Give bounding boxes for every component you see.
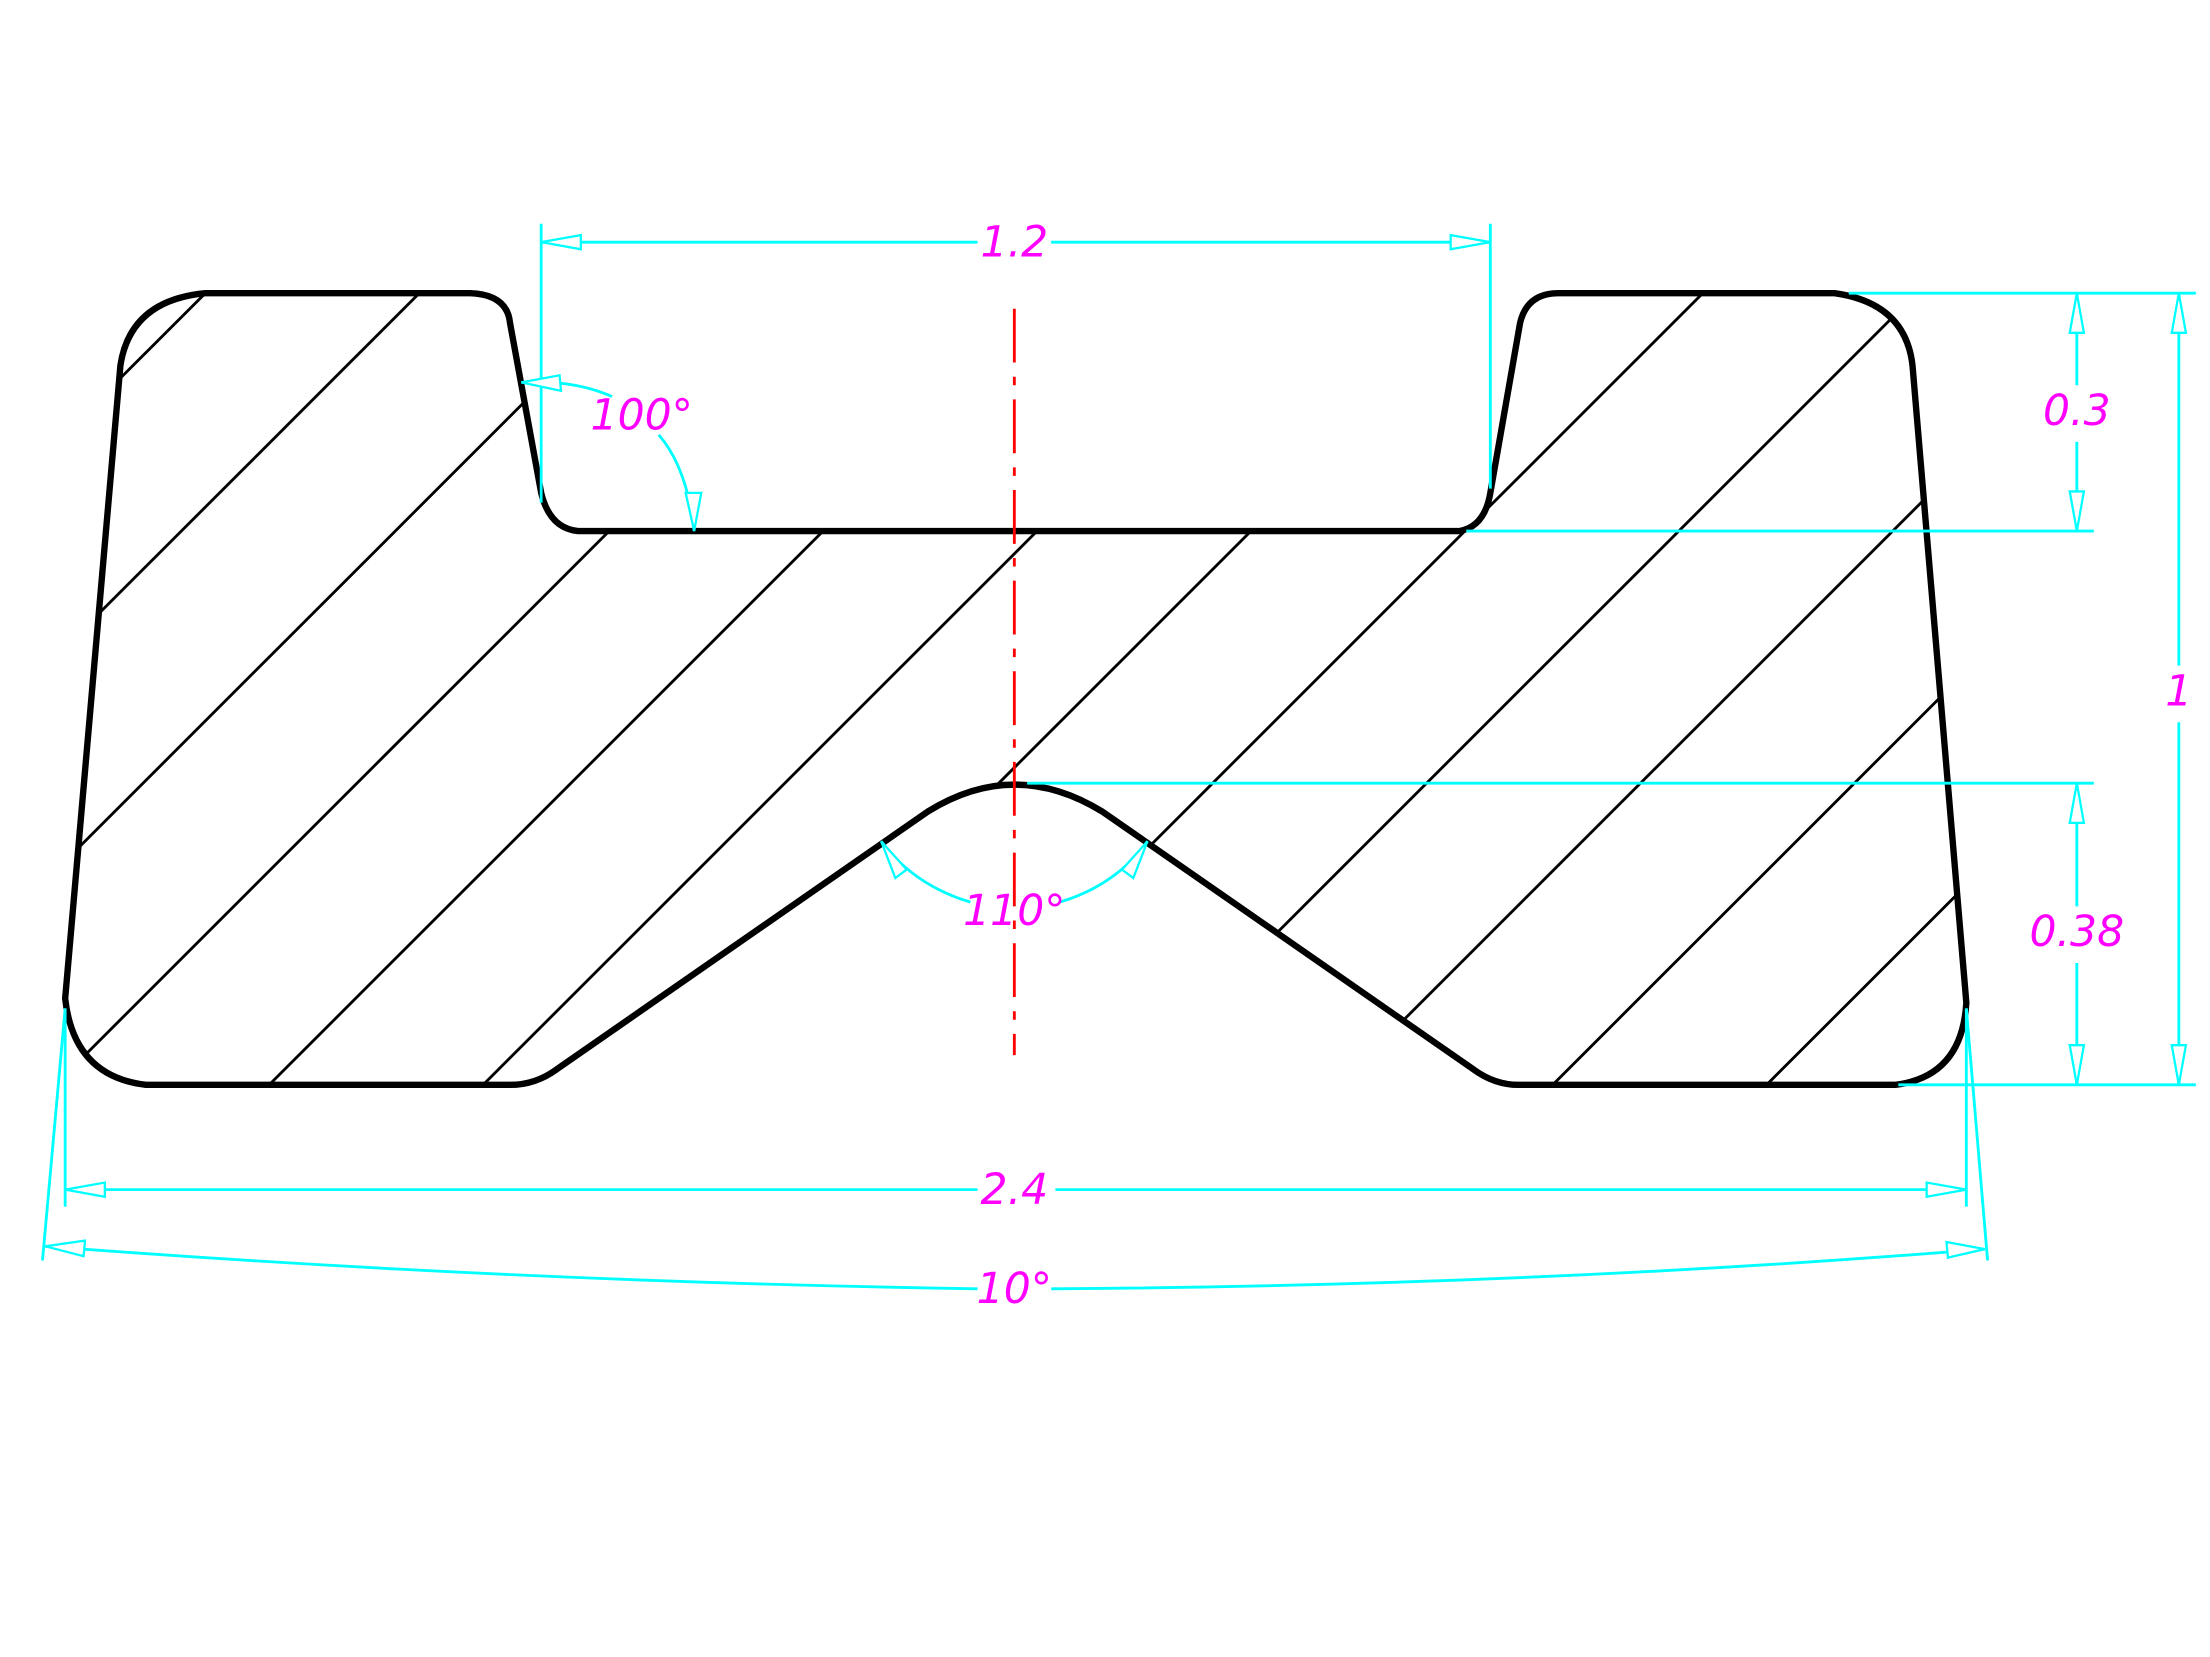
dimension-slot-wall-angle: 100° — [521, 373, 703, 532]
dim-text-0-3: 0.3 — [2043, 387, 2111, 436]
hatch-line — [78, 293, 1214, 1085]
dim-text-10deg: 10° — [977, 1265, 1052, 1314]
hatch-line — [1575, 293, 1967, 1085]
dimension-top-slot-width: 1.2 — [539, 219, 1492, 503]
dimension-vertical-group: 0.3 1 0.38 — [1027, 291, 2196, 1087]
dimension-bottom-width: 2.4 — [63, 1008, 1968, 1215]
dim-text-0-38: 0.38 — [2030, 908, 2125, 957]
dim-text-1-2: 1.2 — [981, 219, 1049, 268]
hatch-line — [720, 293, 1856, 1085]
dimension-notch-angle: 110° — [880, 840, 1149, 936]
hatch-line — [933, 293, 1967, 1085]
hatch-line — [65, 293, 572, 1085]
dimension-taper-angle: 10° — [41, 1008, 1989, 1314]
dim-text-1: 1 — [2165, 667, 2192, 716]
dim-text-2-4: 2.4 — [981, 1166, 1049, 1215]
hatch-line — [1147, 293, 1967, 1085]
dim-text-110deg: 110° — [963, 887, 1065, 936]
hatch-line — [292, 293, 1428, 1085]
hatch-line — [1361, 293, 1967, 1085]
hatch-line — [65, 293, 786, 1085]
hatch-line — [65, 293, 359, 1085]
hatch-line — [506, 293, 1642, 1085]
dim-text-100deg: 100° — [591, 391, 693, 440]
hatch-line — [1789, 293, 1967, 1085]
part-outline — [65, 293, 1966, 1085]
